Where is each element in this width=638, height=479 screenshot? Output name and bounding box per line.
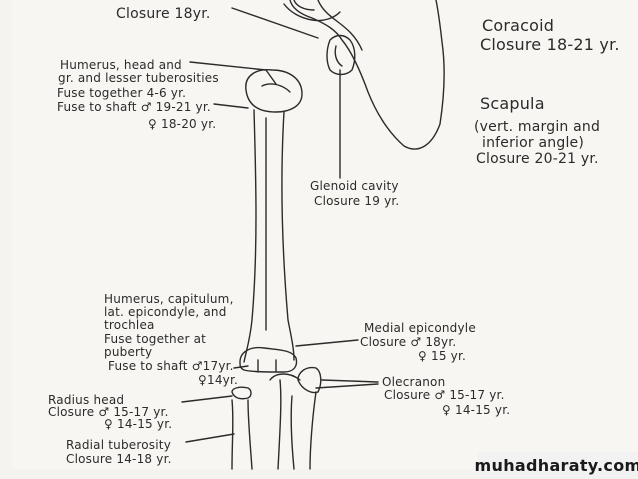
humerus-shaft-left bbox=[243, 109, 257, 363]
ulna-top bbox=[269, 373, 301, 381]
olecranon-epiphysis bbox=[297, 366, 322, 394]
scapula-line-1: (vert. margin and bbox=[474, 119, 601, 135]
radial-tuberosity-line-1: Radial tuberosity bbox=[66, 438, 171, 452]
humerus-head-epiphysis bbox=[245, 69, 303, 113]
glenoid-line-1: Glenoid cavity bbox=[310, 179, 399, 193]
medial-epicondyle-line-1: Medial epicondyle bbox=[364, 321, 476, 335]
radius-head-leader bbox=[181, 395, 233, 403]
radius-head-line-2: Closure ♂ 15-17 yr. bbox=[48, 405, 169, 419]
coracoid-closure: Closure 18-21 yr. bbox=[480, 35, 620, 54]
humerus-head-line-5: ♀ 18-20 yr. bbox=[148, 117, 217, 131]
glenoid-outline bbox=[326, 34, 356, 76]
radius-head-epiphysis bbox=[231, 386, 252, 400]
medial-epicondyle-line-3: ♀ 15 yr. bbox=[418, 349, 467, 363]
capitulum-line-2: lat. epicondyle, and bbox=[104, 305, 227, 319]
top-leader-line bbox=[231, 7, 319, 39]
top-closure-label: Closure 18yr. bbox=[116, 6, 211, 22]
humerus-head-line-3: Fuse together 4-6 yr. bbox=[57, 86, 187, 100]
scapula-outline bbox=[289, 0, 445, 150]
ulna-right bbox=[309, 391, 317, 470]
capitulum-line-6: Fuse to shaft ♂17yr. bbox=[108, 359, 234, 373]
trochlea-detail bbox=[257, 359, 277, 373]
capitulum-line-5: puberty bbox=[104, 345, 153, 359]
radius-head-line-1: Radius head bbox=[48, 393, 125, 407]
glenoid-inner bbox=[334, 45, 343, 67]
capitulum-line-4: Fuse together at bbox=[104, 332, 207, 346]
humerus-shaft-right bbox=[281, 111, 295, 361]
scapula-line-2: inferior angle) bbox=[482, 135, 585, 151]
radius-shaft-right bbox=[247, 399, 253, 470]
coracoid-title: Coracoid bbox=[482, 16, 555, 35]
humerus-head-line-1: Humerus, head and bbox=[60, 58, 182, 72]
humerus-head-line-4: Fuse to shaft ♂ 19-21 yr. bbox=[57, 100, 211, 114]
capitulum-line-3: trochlea bbox=[104, 318, 155, 332]
radius-head-line-3: ♀ 14-15 yr. bbox=[104, 417, 173, 431]
capitulum-leader bbox=[233, 365, 249, 369]
olecranon-leader-2 bbox=[315, 383, 379, 389]
ulna-inner bbox=[290, 395, 295, 470]
radius-shaft-left bbox=[231, 399, 234, 470]
ulna-left bbox=[277, 379, 282, 470]
olecranon-leader-1 bbox=[321, 379, 379, 383]
radial-tuberosity-line-2: Closure 14-18 yr. bbox=[66, 452, 172, 466]
olecranon-line-1: Olecranon bbox=[382, 375, 446, 389]
capitulum-line-7: ♀14yr. bbox=[198, 373, 239, 387]
scapula-title: Scapula bbox=[480, 94, 545, 113]
coracoid-process bbox=[283, 0, 341, 22]
distal-humerus-epiphysis bbox=[239, 346, 298, 373]
humerus-head-inner bbox=[261, 83, 291, 93]
glenoid-line-2: Closure 19 yr. bbox=[314, 194, 400, 208]
medial-epicondyle-leader bbox=[295, 339, 359, 347]
capitulum-line-1: Humerus, capitulum, bbox=[104, 292, 234, 306]
scapula-line-3: Closure 20-21 yr. bbox=[476, 151, 599, 167]
radial-tuberosity-leader bbox=[185, 433, 235, 443]
humerus-head-line-2: gr. and lesser tuberosities bbox=[58, 71, 219, 85]
watermark-logo: muhadharaty.com bbox=[475, 452, 638, 479]
scapula-inner-edge bbox=[317, 0, 363, 51]
olecranon-line-2: Closure ♂ 15-17 yr. bbox=[384, 388, 505, 402]
olecranon-line-3: ♀ 14-15 yr. bbox=[442, 403, 511, 417]
humerus-shaft-leader bbox=[213, 103, 249, 109]
paper-sheet bbox=[12, 0, 638, 469]
medial-epicondyle-line-2: Closure ♂ 18yr. bbox=[360, 335, 457, 349]
